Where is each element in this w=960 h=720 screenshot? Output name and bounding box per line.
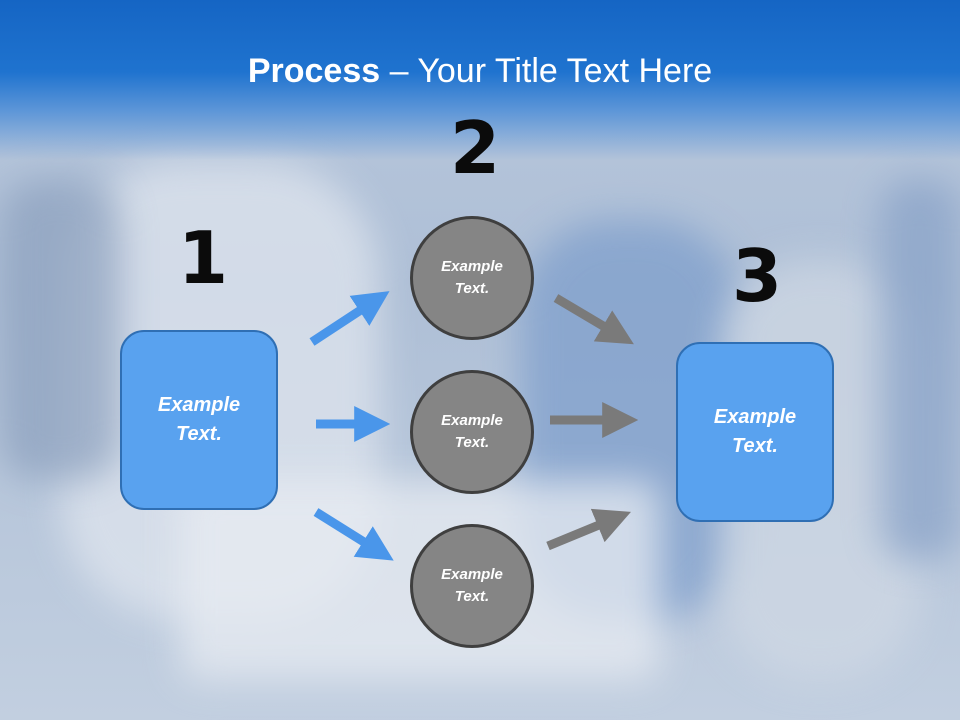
circle-bottom-line2: Text. [454, 588, 490, 605]
left-box-line1: Example [157, 394, 241, 416]
right-box-line1: Example [713, 406, 797, 428]
right-box-line2: Text. [732, 435, 778, 457]
title-rest: – Your Title Text Here [380, 52, 713, 90]
background-photo-dark [880, 180, 960, 560]
circle-top-line1: Example [441, 257, 503, 275]
slide-title: Process – Your Title Text Here [0, 52, 960, 91]
title-bold: Process [247, 52, 381, 90]
background-photo-dark [0, 180, 120, 480]
blue-arrow-down [313, 508, 394, 561]
header-band [0, 0, 960, 160]
step-number-3: 3 [732, 234, 783, 318]
circle-middle-line2: Text. [454, 434, 490, 451]
gray-arrow-down [553, 294, 634, 345]
blue-arrow-up [309, 291, 390, 346]
step-number-2: 2 [450, 106, 501, 190]
circle-top-line2: Text. [454, 280, 490, 297]
circle-middle-line1: Example [441, 411, 503, 429]
left-box-line2: Text. [176, 423, 222, 445]
gray-arrow-up [546, 508, 631, 551]
circle-bottom-line1: Example [441, 565, 503, 583]
step-number-1: 1 [178, 216, 229, 300]
